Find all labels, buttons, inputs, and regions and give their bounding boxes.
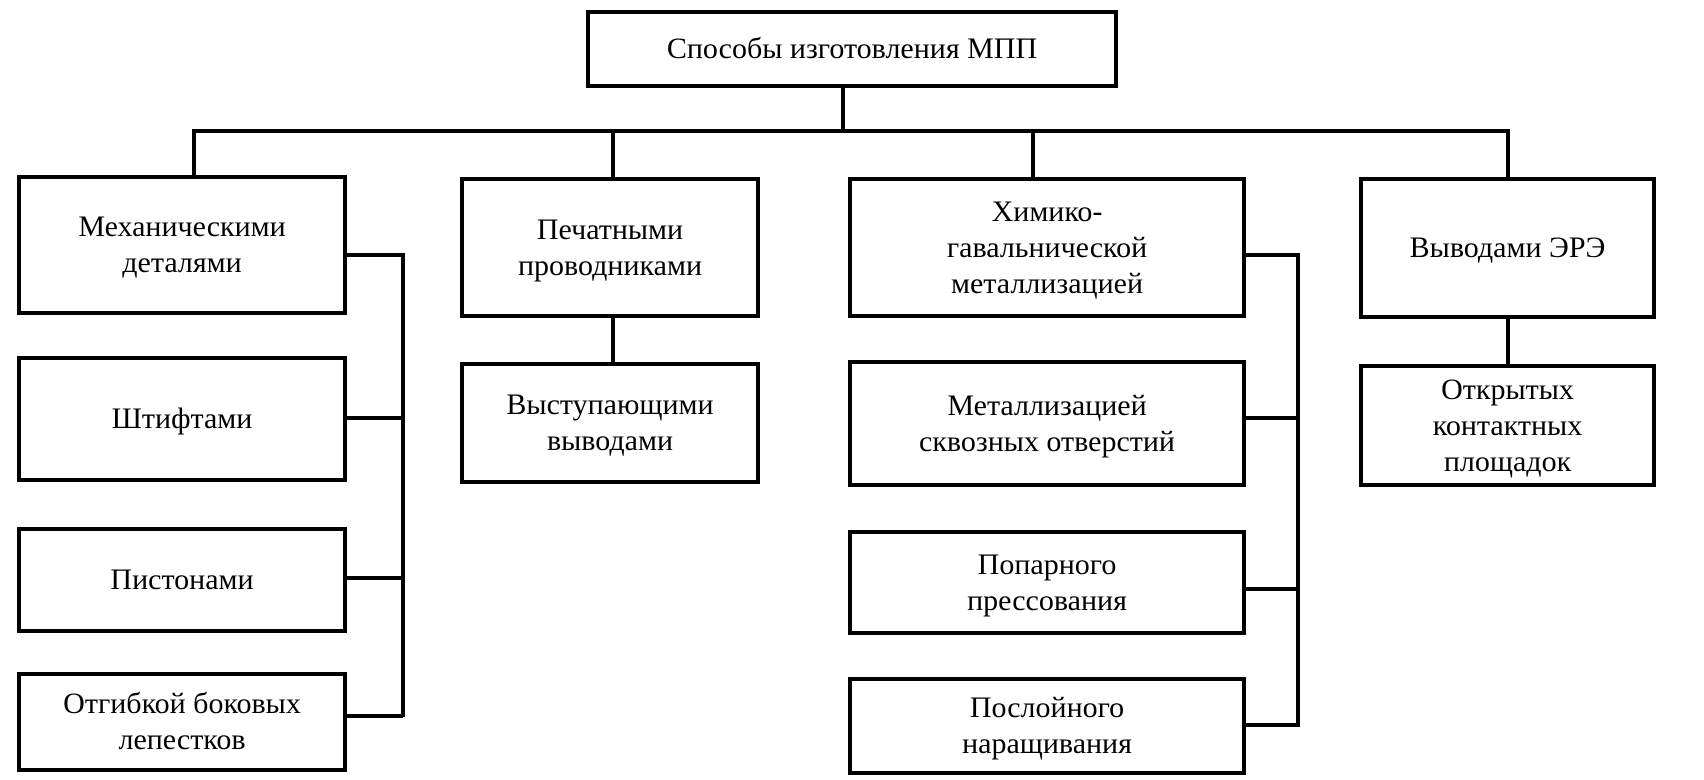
- leaf-label: Пистонами: [110, 563, 254, 596]
- leaf-label: Послойного наращивания: [962, 691, 1132, 760]
- branch4-stem: [1506, 318, 1510, 366]
- branch1-connector: [343, 253, 403, 257]
- root-stem-line: [841, 86, 845, 131]
- root-node: Способы изготовления МПП: [586, 10, 1118, 88]
- branch3-spine: [1296, 253, 1300, 726]
- top-bus-line: [192, 129, 1508, 133]
- drop-line-3: [1031, 129, 1035, 179]
- leaf-label: Штифтами: [111, 402, 253, 435]
- leaf-node: Металлизацией сквозных отверстий: [848, 360, 1246, 487]
- branch3-tick-1: [1242, 416, 1300, 420]
- branch1-tick-2: [343, 576, 403, 580]
- branch-node-chemical: Химико- гавальнической металлизацией: [848, 177, 1246, 318]
- leaf-label: Открытых контактных площадок: [1432, 372, 1583, 478]
- branch1-tick-1: [343, 416, 403, 420]
- leaf-node: Попарного прессования: [848, 530, 1246, 635]
- leaf-label: Металлизацией сквозных отверстий: [919, 388, 1175, 458]
- branch3-tick-3: [1242, 723, 1300, 727]
- drop-line-2: [611, 129, 615, 179]
- branch2-stem: [611, 316, 615, 364]
- drop-line-1: [192, 129, 196, 177]
- branch-label: Выводами ЭРЭ: [1409, 231, 1606, 264]
- branch-node-mechanical: Механическими деталями: [17, 175, 347, 315]
- branch1-tick-3: [343, 714, 403, 718]
- branch3-connector: [1242, 253, 1300, 257]
- leaf-node: Отгибкой боковых лепестков: [17, 672, 347, 772]
- branch-label: Химико- гавальнической металлизацией: [946, 194, 1148, 300]
- leaf-label: Попарного прессования: [967, 547, 1127, 617]
- leaf-node: Пистонами: [17, 527, 347, 633]
- branch-label: Печатными проводниками: [518, 212, 702, 282]
- leaf-node: Выступающими выводами: [460, 362, 760, 484]
- leaf-node: Послойного наращивания: [848, 677, 1246, 775]
- branch-node-printed: Печатными проводниками: [460, 177, 760, 318]
- leaf-node: Штифтами: [17, 356, 347, 482]
- leaf-node: Открытых контактных площадок: [1359, 364, 1656, 487]
- drop-line-4: [1506, 129, 1510, 179]
- leaf-label: Отгибкой боковых лепестков: [63, 687, 301, 756]
- branch-label: Механическими деталями: [78, 210, 286, 279]
- leaf-label: Выступающими выводами: [506, 388, 714, 457]
- branch3-tick-2: [1242, 587, 1300, 591]
- branch1-spine: [401, 253, 405, 717]
- root-label: Способы изготовления МПП: [666, 32, 1038, 65]
- branch-node-leads: Выводами ЭРЭ: [1359, 177, 1656, 319]
